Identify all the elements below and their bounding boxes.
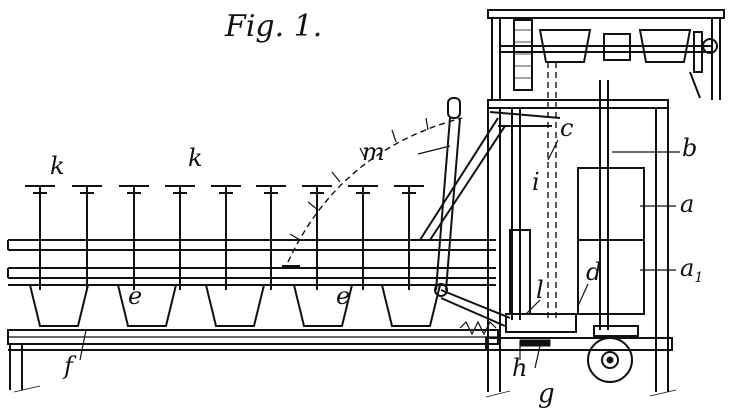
label-a1: a1 bbox=[680, 254, 703, 286]
label-e-left: e bbox=[128, 282, 142, 310]
label-a1-subscript: 1 bbox=[694, 270, 703, 286]
horizontal-rails bbox=[7, 239, 496, 279]
spindle-posts bbox=[25, 185, 424, 290]
label-h: h bbox=[512, 354, 527, 382]
label-f: f bbox=[62, 352, 77, 380]
diagonal-brace bbox=[419, 111, 561, 241]
gear-train bbox=[505, 313, 639, 383]
main-tower bbox=[485, 9, 725, 392]
label-k-center: k bbox=[188, 144, 203, 172]
label-a1-letter: a bbox=[680, 254, 694, 282]
label-g: g bbox=[538, 379, 555, 409]
label-b: b bbox=[682, 134, 697, 162]
troughs bbox=[8, 284, 496, 327]
label-i: i bbox=[532, 168, 540, 196]
label-d: d bbox=[586, 258, 601, 286]
containers bbox=[577, 167, 645, 315]
upper-drive bbox=[500, 19, 718, 99]
label-e-right: e bbox=[336, 282, 350, 310]
vertical-shafts bbox=[509, 62, 609, 330]
label-k-left: k bbox=[50, 152, 65, 180]
figure-title: Fig. 1. bbox=[224, 9, 322, 44]
ground-hatching bbox=[13, 385, 677, 398]
label-m: m bbox=[362, 138, 385, 166]
base-frame bbox=[7, 329, 500, 390]
spring bbox=[459, 320, 497, 336]
swing-arm bbox=[434, 97, 511, 327]
swing-arc bbox=[282, 117, 463, 267]
leaders bbox=[79, 139, 680, 369]
label-a: a bbox=[680, 190, 694, 218]
label-c: c bbox=[560, 114, 573, 142]
label-l: l bbox=[536, 276, 544, 304]
